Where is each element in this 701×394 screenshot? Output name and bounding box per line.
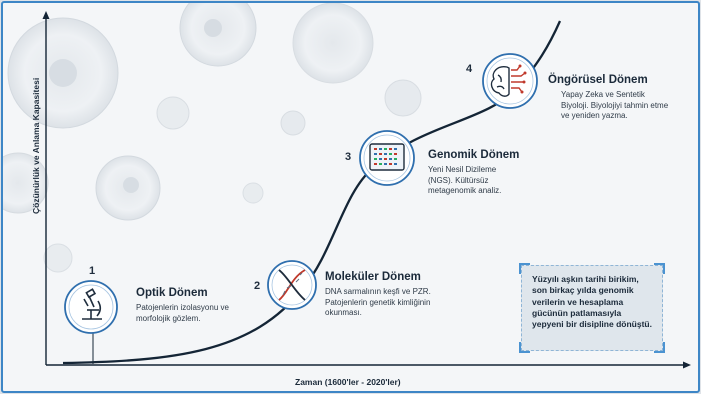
note-corner-bl bbox=[519, 342, 530, 353]
note-corner-br bbox=[654, 342, 665, 353]
stage-4-marker bbox=[482, 53, 538, 109]
sequencing-screen-icon bbox=[369, 143, 405, 171]
stage-1-title: Optik Dönem bbox=[136, 287, 208, 299]
stage-2-description: DNA sarmalının keşfi ve PZR. Patojenleri… bbox=[325, 287, 431, 317]
stage-1-description: Patojenlerin izolasyonu ve morfolojik gö… bbox=[136, 303, 229, 323]
background-cells bbox=[3, 3, 422, 273]
note-corner-tl bbox=[519, 263, 530, 274]
summary-note: Yüzyılı aşkın tarihi birikim, son birkaç… bbox=[519, 263, 665, 353]
y-axis-arrow bbox=[42, 11, 50, 19]
x-axis-arrow bbox=[683, 361, 691, 369]
stage-1-marker bbox=[64, 280, 118, 364]
stage-2-title: Moleküler Dönem bbox=[325, 271, 421, 283]
stage-3-number: 3 bbox=[345, 151, 352, 163]
brain-circuit-icon bbox=[490, 64, 527, 97]
stage-3-marker bbox=[359, 130, 415, 186]
timeline-diagram bbox=[42, 11, 691, 369]
stage-2-marker bbox=[267, 260, 317, 310]
stage-3-description: Yeni Nesil Dizileme (NGS). Kültürsüz met… bbox=[428, 165, 502, 195]
y-axis-label: Çözünürlük ve Anlama Kapasitesi bbox=[31, 77, 41, 214]
stage-4-title: Öngörüsel Dönem bbox=[548, 74, 648, 86]
stage-1-number: 1 bbox=[89, 265, 96, 277]
microscope-icon bbox=[82, 288, 102, 320]
x-axis-label: Zaman (1600'ler - 2020'ler) bbox=[295, 377, 401, 387]
note-corner-tr bbox=[654, 263, 665, 274]
stage-4-description: Yapay Zeka ve Sentetik Biyoloji. Biyoloj… bbox=[561, 90, 669, 120]
dna-helix-icon bbox=[278, 269, 306, 301]
stage-2-number: 2 bbox=[254, 280, 261, 292]
stage-4-number: 4 bbox=[466, 63, 473, 75]
stage-3-title: Genomik Dönem bbox=[428, 149, 520, 161]
summary-note-text: Yüzyılı aşkın tarihi birikim, son birkaç… bbox=[532, 274, 652, 330]
